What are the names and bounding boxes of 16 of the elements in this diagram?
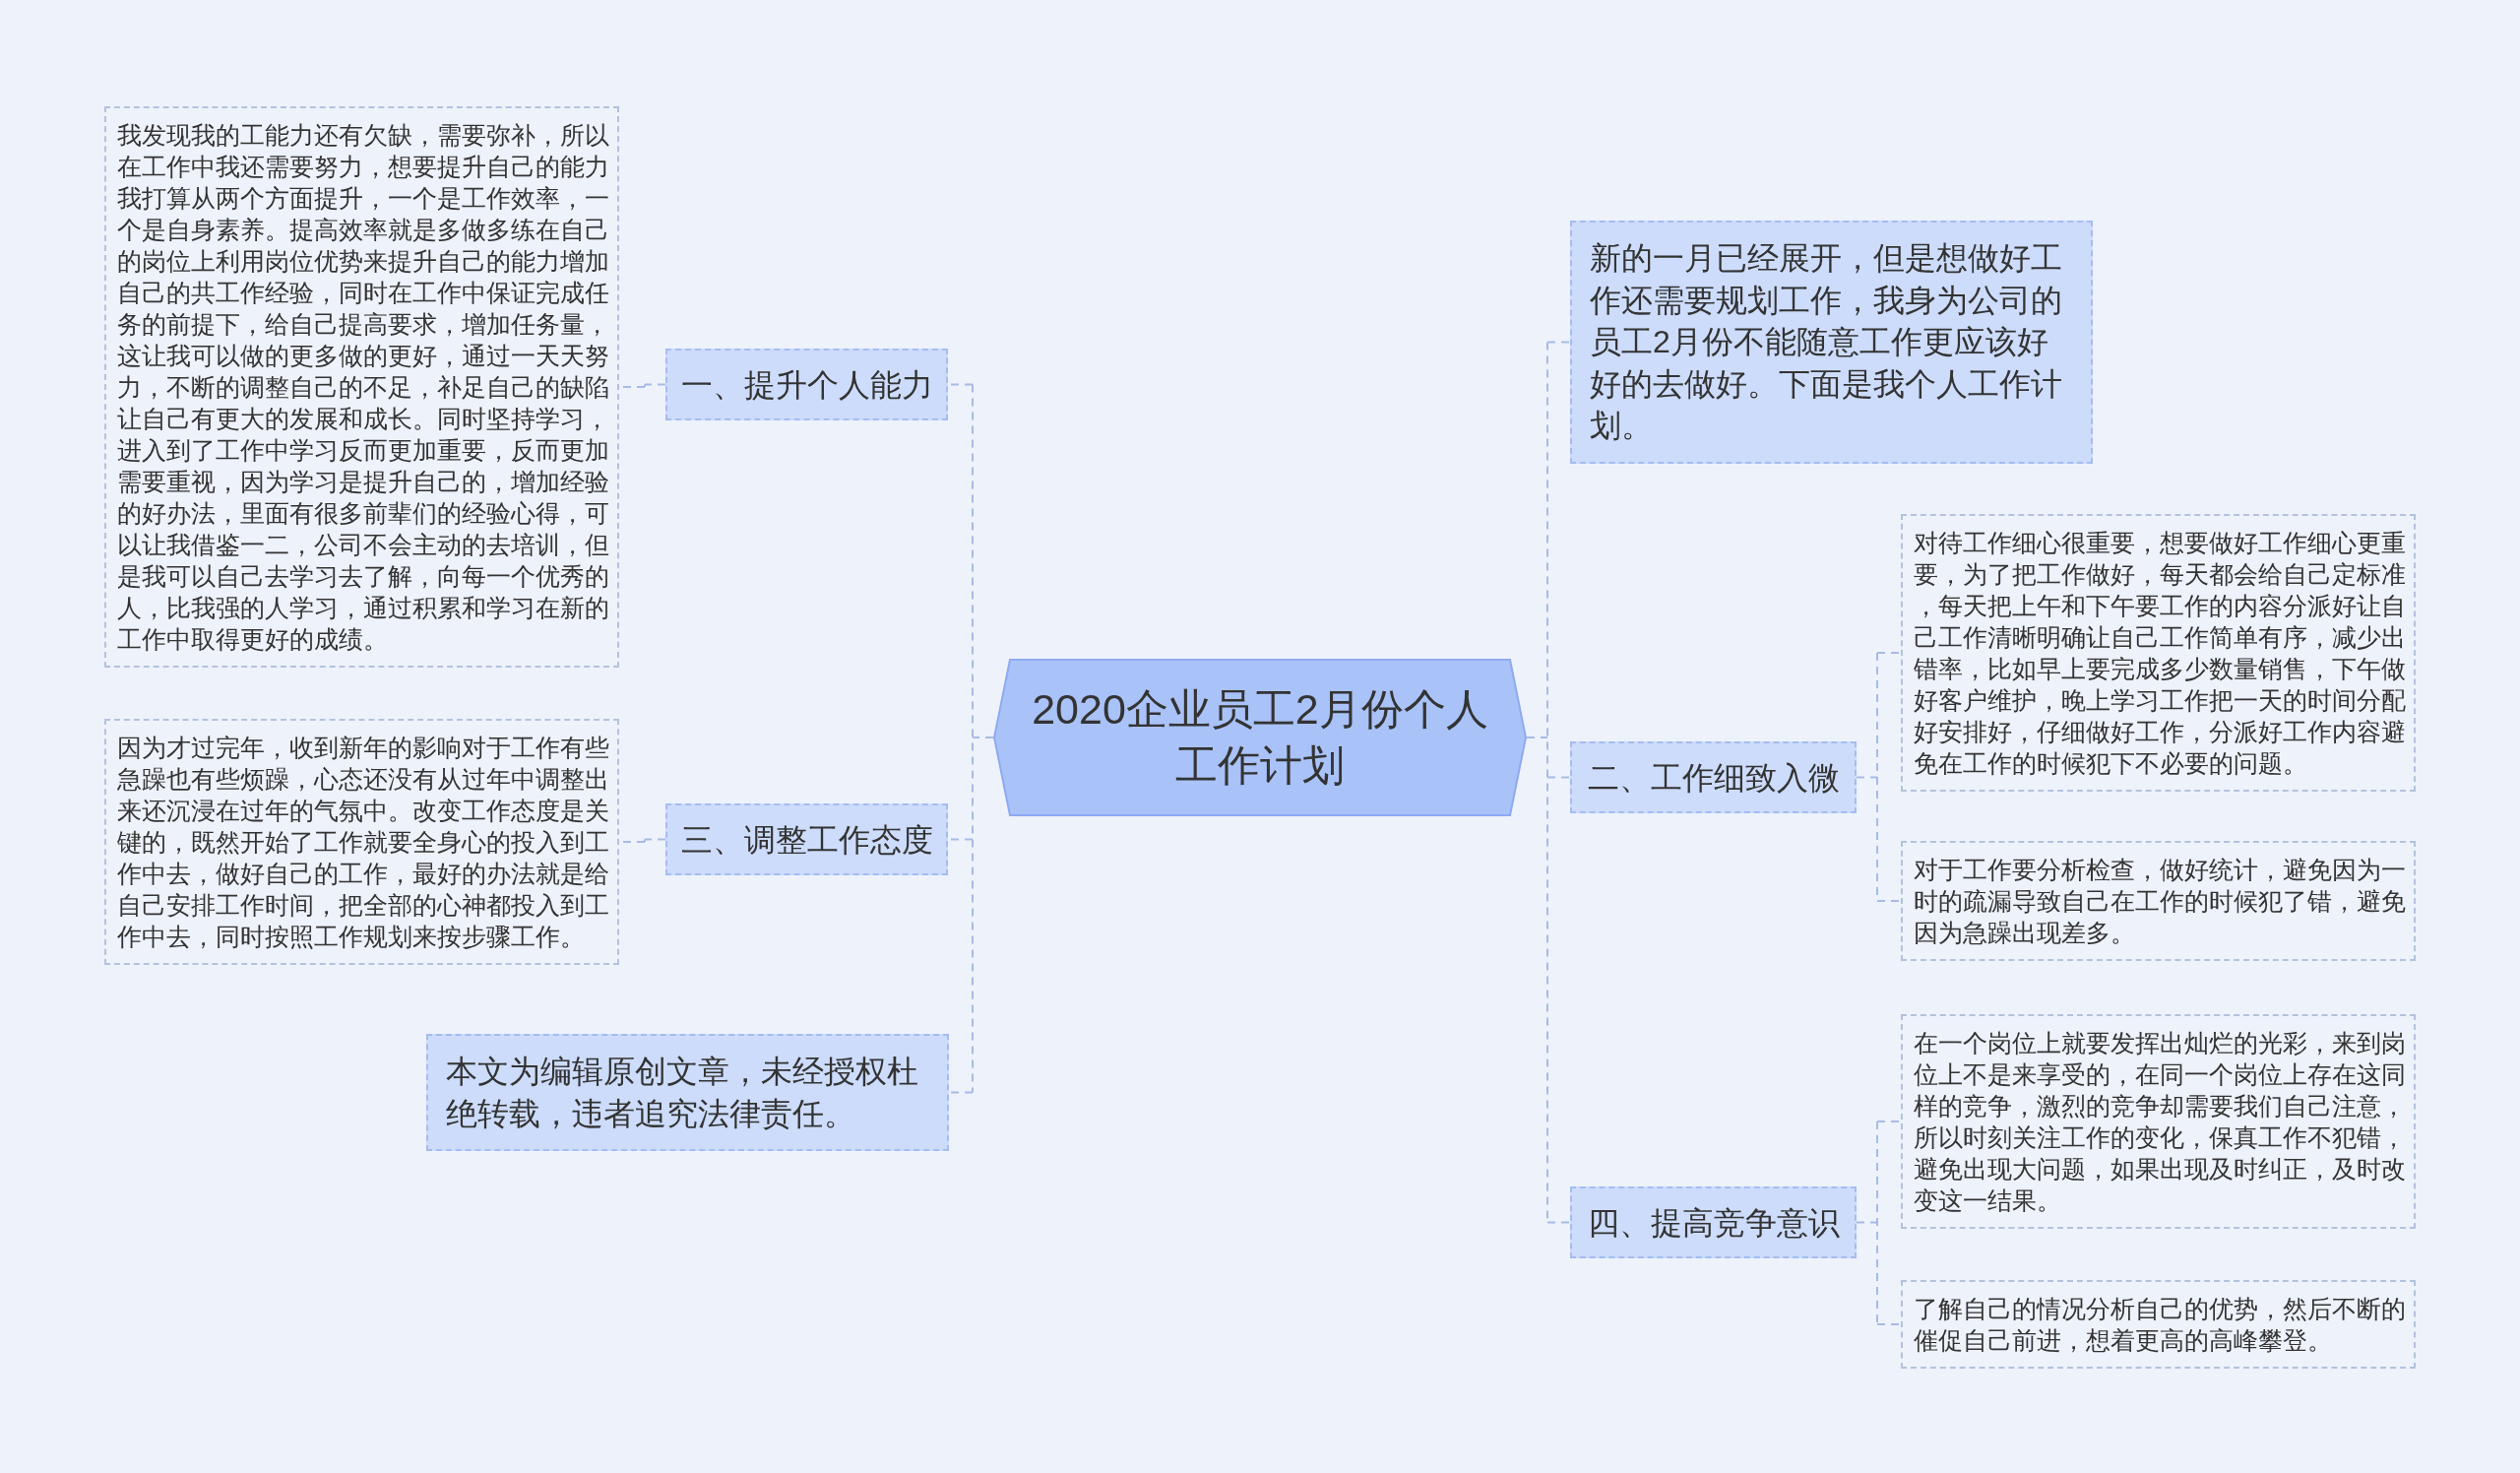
- text-box: 对待工作细心很重要，想要做好工作细心更重要，为了把工作做好，每天都会给自己定标准，每天把上午和下午要工作的内容分派好让自己工作清晰明确让自己工作简单有序，减少出错率，比如早上要完成多少数量销售，下午做好客户维护，晚上学习工作把一天的时间分配好安排好，仔细做好工作，分派好工作内容避免在工作的时候犯下不必要的问题。: [1901, 514, 2416, 792]
- text-box: 我发现我的工能力还有欠缺，需要弥补，所以在工作中我还需要努力，想要提升自己的能力我打算从两个方面提升，一个是工作效率，一个是自身素养。提高效率就是多做多练在自己的岗位上利用岗位优势来提升自己的能力增加自己的共工作经验，同时在工作中保证完成任务的前提下，给自己提高要求，增加任务量，这让我可以做的更多做的更好，通过一天天努力，不断的调整自己的不足，补足自己的缺陷让自己有更大的发展和成长。同时坚持学习，进入到了工作中学习反而更加重要，反而更加需要重视，因为学习是提升自己的，增加经验的好办法，里面有很多前辈们的经验心得，可以让我借鉴一二，公司不会主动的去培训，但是我可以自己去学习去了解，向每一个优秀的人，比我强的人学习，通过积累和学习在新的工作中取得更好的成绩。: [104, 106, 619, 668]
- topic-box: 三、调整工作态度: [665, 803, 948, 875]
- topic-box: 一、提升个人能力: [665, 349, 948, 420]
- text-box: 新的一月已经展开，但是想做好工作还需要规划工作，我身为公司的员工2月份不能随意工作更应该好好的去做好。下面是我个人工作计划。: [1570, 221, 2093, 464]
- text-box: 了解自己的情况分析自己的优势，然后不断的催促自己前进，想着更高的高峰攀登。: [1901, 1280, 2416, 1369]
- title-hexagon: 2020企业员工2月份个人工作计划: [993, 659, 1527, 816]
- topic-box: 二、工作细致入微: [1570, 741, 1857, 813]
- text-box: 本文为编辑原创文章，未经授权杜绝转载，违者追究法律责任。: [426, 1034, 949, 1151]
- connector-line: [1856, 1121, 1902, 1325]
- text-box: 在一个岗位上就要发挥出灿烂的光彩，来到岗位上不是来享受的，在同一个岗位上存在这同样的竞争，激烈的竞争却需要我们自己注意，所以时刻关注工作的变化，保真工作不犯错，避免出现大问题，如果出现及时纠正，及时改变这一结果。: [1901, 1014, 2416, 1229]
- connector-line: [1526, 341, 1571, 1224]
- connector-line: [1856, 652, 1902, 902]
- text-box: 对于工作要分析检查，做好统计，避免因为一时的疏漏导致自己在工作的时候犯了错，避免因为急躁出现差多。: [1901, 841, 2416, 961]
- topic-box: 四、提高竞争意识: [1570, 1186, 1857, 1258]
- text-box: 因为才过完年，收到新年的影响对于工作有些急躁也有些烦躁，心态还没有从过年中调整出来还沉浸在过年的气氛中。改变工作态度是关键的，既然开始了工作就要全身心的投入到工作中去，做好自己的工作，最好的办法就是给自己安排工作时间，把全部的心神都投入到工作中去，同时按照工作规划来按步骤工作。: [104, 719, 619, 965]
